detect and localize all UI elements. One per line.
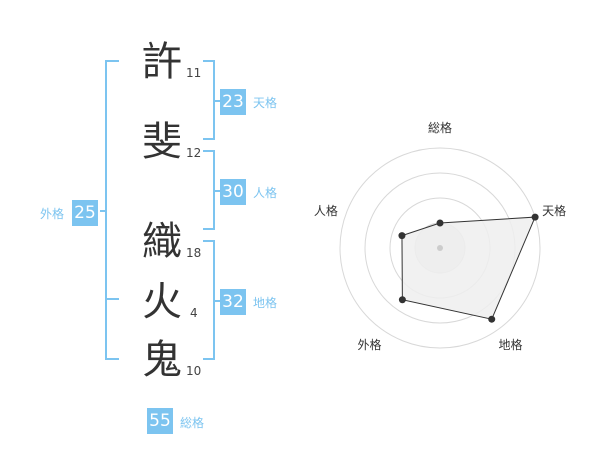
given-char-1-strokes: 18 (186, 246, 202, 260)
surname-char-1-strokes: 11 (186, 66, 202, 80)
chikaku-label: 地格 (253, 296, 278, 310)
radar-axis-label-1: 天格 (542, 203, 566, 218)
radar-axis-label-2: 地格 (499, 337, 523, 352)
radar-point-2 (488, 315, 496, 323)
given-char-2: 火 (142, 279, 182, 325)
radar-axis-label-0: 総格 (428, 120, 452, 135)
soukaku-label: 総格 (180, 416, 205, 430)
given-char-2-strokes: 4 (190, 306, 198, 320)
radar-point-4 (398, 232, 406, 240)
given-char-3-strokes: 10 (186, 364, 202, 378)
radar-center-dot (437, 245, 443, 251)
radar-axis-label-3: 外格 (357, 337, 381, 352)
radar-point-1 (531, 213, 539, 221)
tenkaku-badge: 23 (220, 89, 246, 115)
tenkaku-label: 天格 (253, 96, 278, 110)
surname-char-2: 斐 (142, 119, 182, 165)
surname-char-1: 許 (142, 39, 182, 85)
radar-point-3 (398, 296, 406, 304)
gaikaku-badge: 25 (72, 200, 98, 226)
jinkaku-badge: 30 (220, 179, 246, 205)
radar-series-polygon (401, 216, 536, 320)
radar-point-0 (436, 219, 444, 227)
given-char-3: 鬼 (142, 337, 182, 383)
soukaku-badge: 55 (147, 408, 173, 434)
surname-char-2-strokes: 12 (186, 146, 202, 160)
gaikaku-label: 外格 (40, 207, 65, 221)
radar-axis-label-4: 人格 (314, 203, 338, 218)
jinkaku-label: 人格 (253, 186, 278, 200)
given-char-1: 織 (142, 219, 182, 265)
chikaku-badge: 32 (220, 289, 246, 315)
